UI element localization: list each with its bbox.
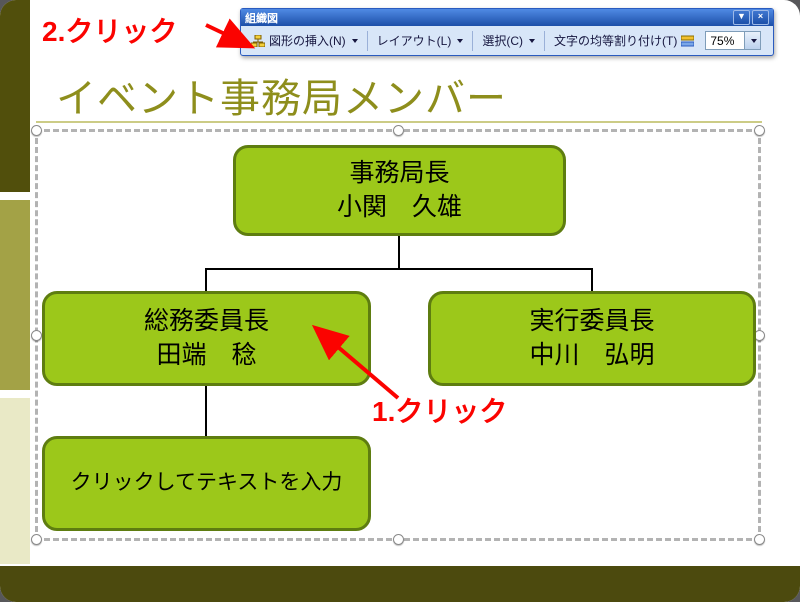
fit-text-button[interactable]: 文字の均等割り付け(T) [548, 28, 700, 53]
insert-shape-label: 図形の挿入(N) [269, 34, 346, 48]
layout-label: レイアウト(L) [376, 34, 452, 48]
selection-handle[interactable] [31, 330, 42, 341]
org-box-name: 中川 弘明 [529, 340, 655, 369]
annotation-step2: 2.クリック [42, 16, 178, 47]
selection-handle[interactable] [754, 534, 765, 545]
org-box-general-affairs[interactable]: 総務委員長 田端 稔 [42, 291, 371, 386]
zoom-value: 75% [710, 33, 735, 48]
chevron-down-icon [351, 38, 358, 43]
org-chart-toolbar: 組織図 ▼ × 図形の挿入(N) レイアウト(L) [240, 8, 774, 56]
selection-handle[interactable] [31, 125, 42, 136]
org-box-title: 事務局長 [349, 158, 450, 187]
toolbar-separator [366, 30, 368, 51]
org-box-director[interactable]: 事務局長 小関 久雄 [233, 145, 566, 236]
template-strip-olive [0, 200, 30, 390]
org-box-executive[interactable]: 実行委員長 中川 弘明 [428, 291, 756, 386]
org-shape-icon [251, 34, 265, 47]
fit-text-icon [681, 35, 695, 46]
chevron-down-icon [750, 38, 757, 43]
toolbar-title: 組織図 [245, 12, 278, 25]
org-box-placeholder-text: クリックしてテキストを入力 [70, 471, 343, 495]
chevron-down-icon [457, 38, 464, 43]
selection-handle[interactable] [754, 125, 765, 136]
insert-shape-button[interactable]: 図形の挿入(N) [245, 28, 364, 53]
org-box-name: 小関 久雄 [336, 192, 462, 221]
selection-handle[interactable] [393, 534, 404, 545]
template-strip-pale [0, 398, 30, 564]
annotation-step1: 1.クリック [372, 396, 508, 427]
fit-text-label: 文字の均等割り付け(T) [554, 34, 678, 48]
toolbar-separator [544, 30, 546, 51]
title-underline [36, 121, 762, 123]
template-bottom-bar [0, 566, 800, 602]
toolbar-titlebar[interactable]: 組織図 ▼ × [241, 9, 773, 26]
org-box-name: 田端 稔 [156, 340, 257, 369]
template-strip-dark [0, 0, 30, 192]
zoom-combobox[interactable]: 75% [705, 31, 762, 50]
slide-title[interactable]: イベント事務局メンバー [56, 77, 507, 121]
select-label: 選択(C) [482, 34, 524, 48]
selection-handle[interactable] [31, 534, 42, 545]
toolbar-body: 図形の挿入(N) レイアウト(L) 選択(C) 文字の均等割り付け(T) [241, 26, 773, 55]
toolbar-separator [472, 30, 474, 51]
org-box-title: 実行委員長 [529, 306, 655, 335]
chevron-down-icon [529, 38, 536, 43]
close-icon[interactable]: × [752, 10, 769, 25]
org-chart-placeholder-frame[interactable] [31, 125, 765, 545]
toolbar-options-icon[interactable]: ▼ [733, 10, 750, 25]
select-button[interactable]: 選択(C) [476, 28, 541, 53]
org-box-placeholder[interactable]: クリックしてテキストを入力 [42, 436, 371, 531]
org-box-title: 総務委員長 [143, 306, 269, 335]
selection-handle[interactable] [393, 125, 404, 136]
layout-button[interactable]: レイアウト(L) [371, 28, 470, 53]
zoom-dropdown-button[interactable] [744, 32, 761, 49]
